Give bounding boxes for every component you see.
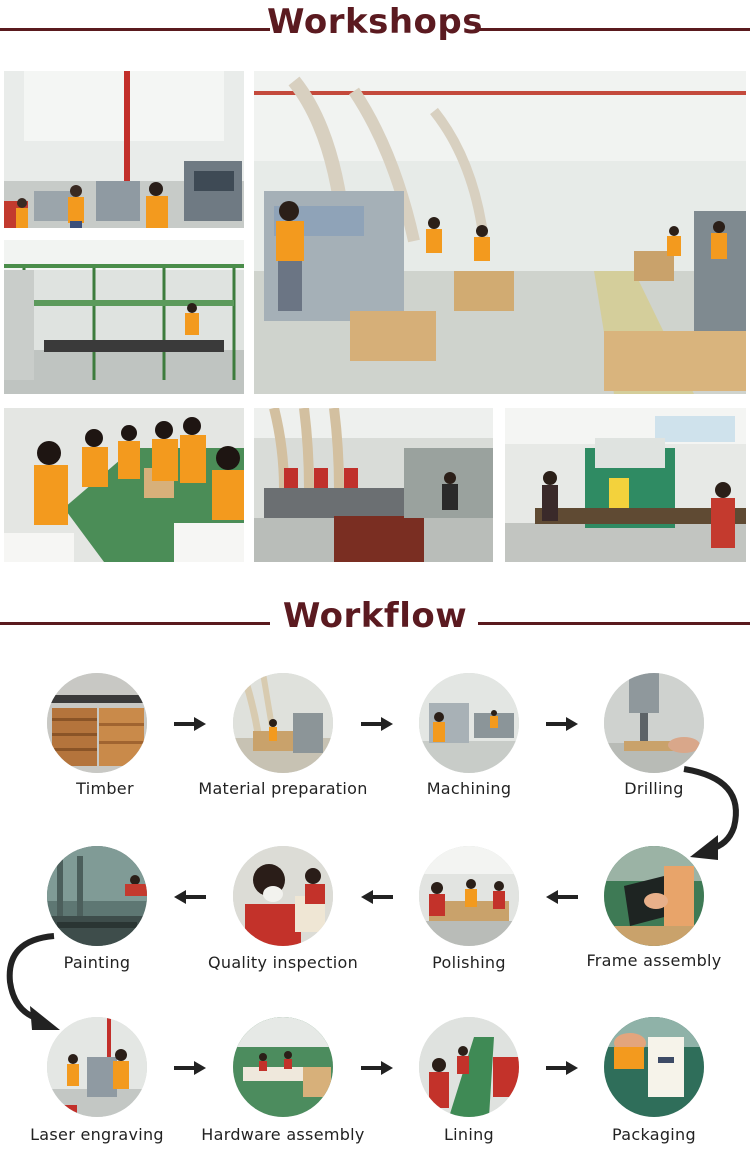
- workshops-title: Workshops: [267, 2, 483, 42]
- arrow-left-icon: [174, 890, 206, 904]
- step-label-packaging: Packaging: [612, 1125, 696, 1144]
- hardware-assembly-photo: [233, 1017, 333, 1117]
- packaging-photo: [604, 1017, 704, 1117]
- step-label-material-preparation: Material preparation: [198, 779, 368, 798]
- arrow-right-icon: [174, 717, 206, 731]
- arrow-left-icon: [546, 890, 578, 904]
- step-label-painting: Painting: [63, 953, 131, 972]
- arrow-right-icon: [174, 1061, 206, 1075]
- step-label-drilling: Drilling: [624, 779, 684, 798]
- arrow-right-icon: [546, 1061, 578, 1075]
- header-rule-left: [0, 622, 270, 625]
- header-rule-left: [0, 28, 270, 31]
- header-rule-right: [478, 622, 750, 625]
- step-label-quality-inspection: Quality inspection: [207, 953, 359, 972]
- curved-arrow-down-icon: [660, 765, 750, 860]
- drilling-photo: [604, 673, 704, 773]
- workshop-photo-conveyor-line: [4, 240, 244, 394]
- step-label-machining: Machining: [426, 779, 512, 798]
- material-preparation-photo: [233, 673, 333, 773]
- step-label-polishing: Polishing: [432, 953, 506, 972]
- workflow-header: Workflow: [0, 596, 750, 652]
- laser-engraving-photo: [47, 1017, 147, 1117]
- workshop-photo-main-floor: [254, 71, 746, 394]
- painting-photo: [47, 846, 147, 946]
- workshops-header: Workshops: [0, 2, 750, 58]
- workflow-title: Workflow: [282, 596, 468, 636]
- arrow-right-icon: [546, 717, 578, 731]
- workshop-photo-dust-collectors: [254, 408, 493, 562]
- workshop-photo-machining: [505, 408, 746, 562]
- timber-stack-photo: [47, 673, 147, 773]
- arrow-right-icon: [361, 1061, 393, 1075]
- workshop-photo-assembly-team: [4, 408, 244, 562]
- polishing-photo: [419, 846, 519, 946]
- step-label-lining: Lining: [443, 1125, 495, 1144]
- workshop-photo-laser-room: [4, 71, 244, 228]
- quality-inspection-photo: [233, 846, 333, 946]
- step-label-laser-engraving: Laser engraving: [30, 1125, 164, 1144]
- frame-assembly-photo: [604, 846, 704, 946]
- step-label-hardware-assembly: Hardware assembly: [201, 1125, 365, 1144]
- lining-photo: [419, 1017, 519, 1117]
- step-label-frame-assembly: Frame assembly: [586, 951, 722, 970]
- machining-photo: [419, 673, 519, 773]
- arrow-left-icon: [361, 890, 393, 904]
- step-label-timber: Timber: [76, 779, 134, 798]
- curved-arrow-down-icon: [2, 932, 74, 1032]
- header-rule-right: [478, 28, 750, 31]
- arrow-right-icon: [361, 717, 393, 731]
